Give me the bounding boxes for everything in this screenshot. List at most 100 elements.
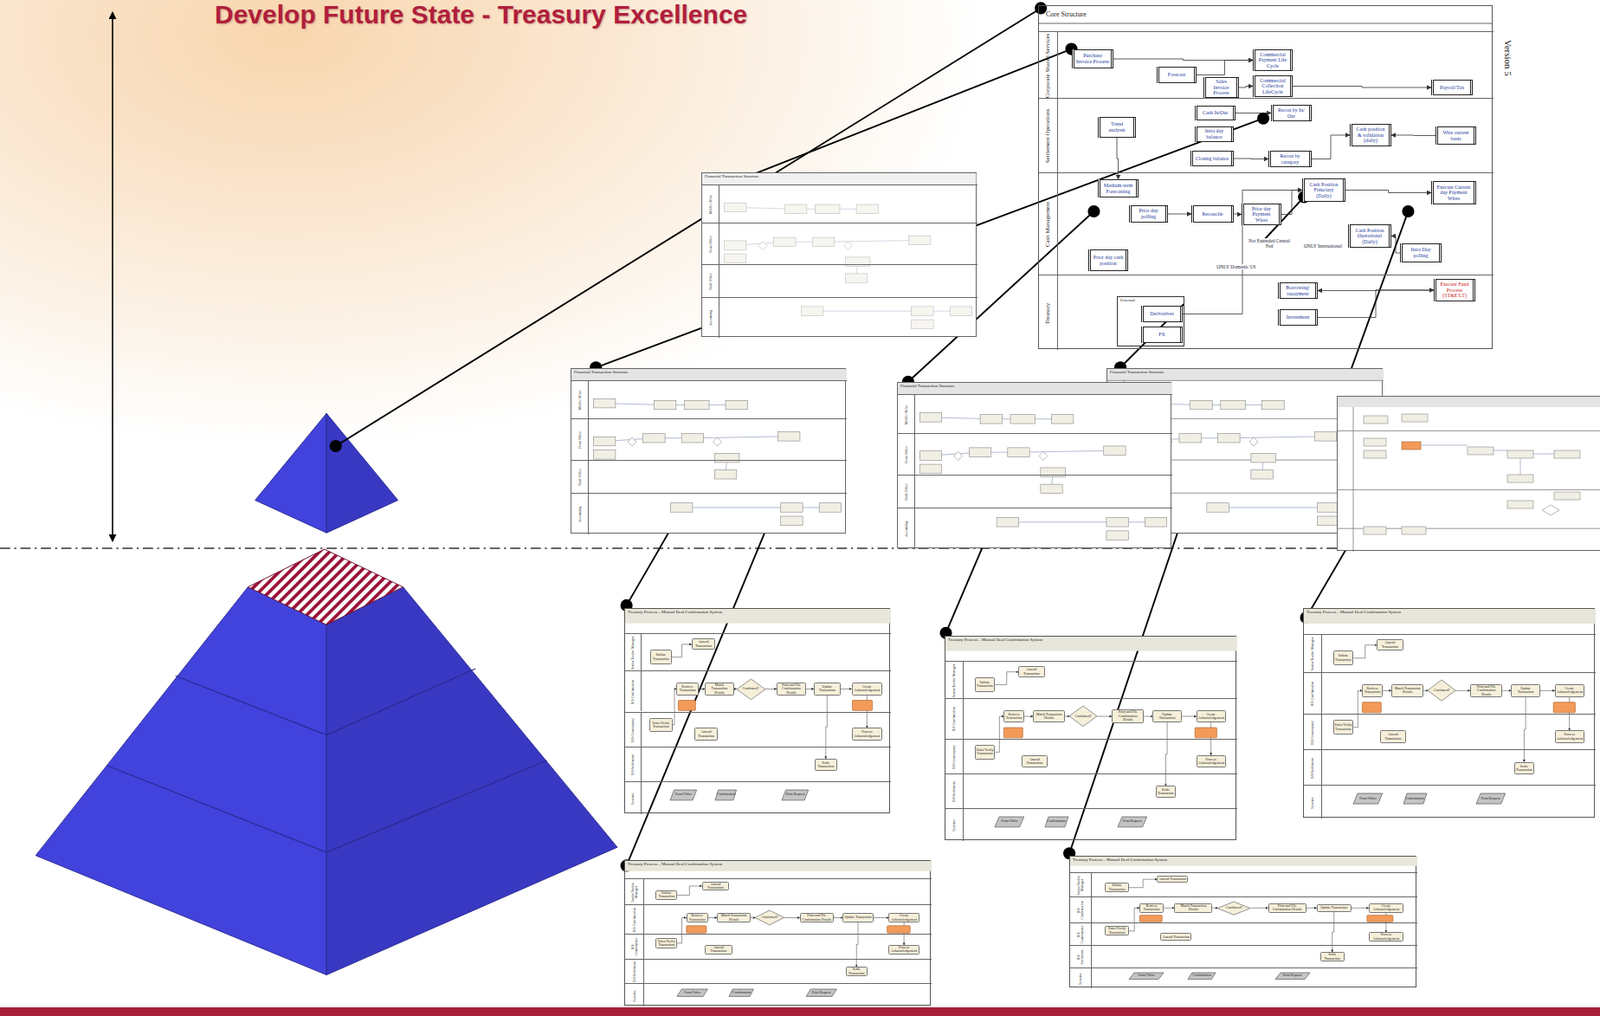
process-box: Retrieve Transaction [676, 682, 698, 695]
process-box: Match Transaction Details [704, 682, 735, 696]
sketch-flow [1228, 436, 1326, 439]
lane-label: Accounting [577, 494, 581, 535]
box-text: Borrowing/ repayment [1282, 284, 1314, 297]
box-text: Confirmation [715, 792, 737, 796]
swimlane: Settlement OperationsTrend analysisCash … [1038, 97, 1494, 173]
process-box: Initiate Transaction [655, 890, 678, 901]
process-box: Cash Position Fiduciary (Daily) [1302, 178, 1346, 202]
box-text: Enter/Verify Transaction [657, 939, 676, 948]
frame-ground [944, 635, 1237, 840]
system-shape: Front Office [670, 789, 697, 800]
process-box: Settle Transaction [1155, 785, 1177, 798]
sketch-flow [1218, 506, 1330, 508]
lane-label: BO-Settlement [631, 748, 635, 781]
box-text: Amend Transaction [1019, 667, 1043, 676]
process-box: Process Acknowledgement [888, 944, 919, 955]
header-band [625, 608, 891, 624]
diamond-shape [754, 909, 785, 925]
process-box: Update Transaction [1152, 709, 1182, 723]
system-shape: Front Office [1353, 793, 1383, 804]
process-box: Commercial Payment Life Cycle [1252, 49, 1293, 71]
parallelogram-shape [1403, 793, 1427, 804]
box-text: Initiate Transaction [976, 680, 994, 689]
process-box: Wire current basis [1435, 126, 1477, 145]
process-box: Medium-term Forecasting [1097, 179, 1139, 198]
lane-label: Senior Trader/ Manager [952, 662, 956, 697]
box-text: Enter/Verify Transaction [1335, 722, 1353, 731]
annotation-label: ONLY Domestic US [1208, 264, 1265, 270]
box-text: Reconcile [1195, 211, 1230, 218]
process-box: Purchase Invoice Process [1071, 49, 1114, 69]
thumbnail-sketch [1337, 396, 1600, 552]
box-text: Purchase Invoice Process [1076, 52, 1110, 65]
box-text: Front Office [1129, 973, 1164, 977]
decision-diamond: Confirmed? [1217, 901, 1251, 915]
box-text: Print Request [1275, 973, 1310, 977]
box-text: Execute Current day Payment Wires [1435, 184, 1472, 202]
sketch-box [1507, 500, 1534, 509]
sketch-box [1401, 526, 1426, 535]
swimlane: Middle Office [571, 380, 847, 419]
box-text: Match Transaction Details [718, 913, 749, 922]
box-text: Amend Transaction [1381, 732, 1405, 741]
sketch-box [1206, 503, 1230, 513]
swimlane: Back Office [897, 474, 1173, 508]
pyramid-tier-line [175, 668, 476, 736]
small-pyramid-face [255, 412, 327, 533]
process-box: Create Acknowledgement [1368, 903, 1404, 913]
frame-heading: Financial Transaction Structure [1109, 369, 1165, 375]
process-box: Prior day Payment Wires [1241, 203, 1282, 226]
swimlane: Accounting [897, 507, 1173, 549]
box-text: Amend Transaction [693, 639, 715, 648]
parallelogram-shape [1476, 793, 1506, 804]
process-box: Amend Transaction [702, 881, 730, 891]
process-box: Process Acknowledgement [1196, 754, 1226, 768]
swimlane: BO-Settlement [625, 958, 932, 984]
sketch-diamond [1541, 504, 1560, 516]
parallelogram-shape [1045, 816, 1069, 827]
box-text: Retrieve Transaction [1141, 903, 1162, 912]
decision-diamond: Confirmed? [1427, 679, 1456, 701]
box-text: Update Transaction [1512, 686, 1539, 695]
process-box: Investment [1277, 309, 1318, 326]
box-text: Update Transaction [1154, 712, 1181, 721]
box-text: Forecast [1161, 71, 1193, 78]
lane-label: BO-Counterparty [631, 713, 635, 747]
parallelogram-shape [1187, 972, 1216, 980]
process-box: Create Acknowledgement [851, 682, 884, 695]
box-text: Retrieve Transaction [1363, 686, 1381, 695]
frame-heading: Core Structure [1045, 10, 1087, 19]
box-text: Confirmed? [761, 915, 780, 919]
sketch-box [1554, 491, 1581, 500]
sketch-box [1363, 438, 1387, 446]
box-text: Create Acknowledgement [853, 684, 882, 693]
box-text: Print Request [781, 792, 809, 796]
swimlane: Front Office [897, 432, 1173, 475]
box-text: Payroll/Tax [1435, 84, 1469, 91]
process-box: Intra Day polling [1400, 243, 1442, 263]
parallelogram-shape [806, 988, 837, 996]
process-box: Settle Transaction [845, 966, 868, 976]
swimlane: TreasuryBorrowing/ repaymentInvestmentEx… [1038, 274, 1494, 350]
box-text: Initiate Transaction [1106, 883, 1128, 891]
box-text: Derivatives [1145, 310, 1179, 317]
process-box: Recon by category [1268, 150, 1312, 168]
sketch-box [1363, 415, 1388, 424]
box-text: Process Acknowledgement [1370, 932, 1402, 941]
swimlane: Front Office [571, 418, 847, 460]
thumbnail-frame: Treasury Process – Manual Deal Confirmat… [624, 607, 891, 813]
lane-label: BO-Settlement [1310, 750, 1315, 785]
sketch-box [1363, 450, 1387, 459]
leader-dot [329, 439, 342, 452]
lane-label: Senior Trader/ Manager [1077, 873, 1084, 896]
lane-label: BO-Confirmation [632, 905, 637, 934]
box-text: Create Acknowledgement [1556, 686, 1583, 695]
process-box: Print and File Confirmation Details [1268, 903, 1307, 913]
lane-label: BO-Confirmation [631, 671, 635, 711]
frame-heading: Treasury Process – Manual Deal Confirmat… [627, 609, 723, 614]
process-box: Initiate Transaction [650, 649, 672, 665]
process-box: Enter/Verify Transaction [649, 717, 672, 733]
swimlane: Accounting [571, 492, 847, 535]
box-text: Amend Transaction [706, 945, 731, 954]
parallelogram-shape [677, 988, 708, 996]
